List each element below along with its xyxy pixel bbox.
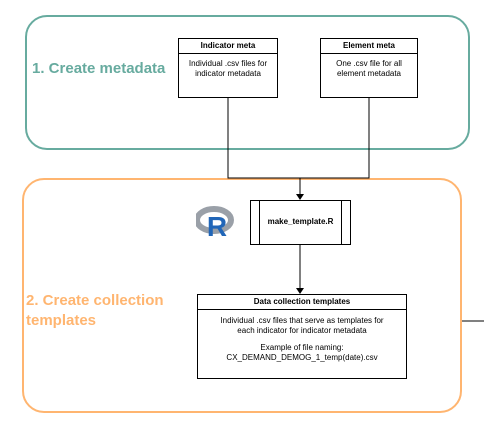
data-collection-templates-box: Data collection templates Individual .cs…: [197, 294, 407, 379]
r-logo-ring: [196, 206, 234, 234]
data-collection-line: Individual .csv files that serve as temp…: [220, 316, 384, 325]
element-meta-line: One .csv file for all: [336, 59, 402, 68]
element-meta-title: Element meta: [321, 39, 417, 54]
indicator-meta-title: Indicator meta: [179, 39, 277, 54]
indicator-meta-line: Individual .csv files for: [188, 59, 268, 68]
r-logo-letter: R: [207, 211, 227, 238]
data-collection-spacer: [198, 335, 406, 343]
process-label: make_template.R: [267, 217, 334, 226]
element-meta-description: One .csv file for all element metadata: [321, 54, 417, 79]
process-left-divider: [259, 201, 260, 244]
templates-panel-title: 2. Create collection templates: [26, 292, 164, 329]
r-logo-icon: R: [196, 206, 234, 238]
make-template-process-box: make_template.R: [250, 200, 351, 245]
element-meta-line: element metadata: [336, 69, 402, 78]
metadata-panel-title: 1. Create metadata: [32, 60, 166, 77]
indicator-meta-box: Indicator meta Individual .csv files for…: [178, 38, 278, 98]
element-meta-box: Element meta One .csv file for all eleme…: [320, 38, 418, 98]
indicator-meta-line: indicator metadata: [195, 69, 261, 78]
data-collection-example-label: Example of file naming:: [260, 343, 344, 352]
data-collection-title: Data collection templates: [198, 295, 406, 310]
data-collection-example-filename: CX_DEMAND_DEMOG_1_temp(date).csv: [226, 352, 378, 362]
data-collection-description: Individual .csv files that serve as temp…: [198, 310, 406, 362]
indicator-meta-description: Individual .csv files for indicator meta…: [179, 54, 277, 79]
process-right-divider: [341, 201, 342, 244]
data-collection-line: each indicator for indicator metadata: [237, 325, 367, 335]
